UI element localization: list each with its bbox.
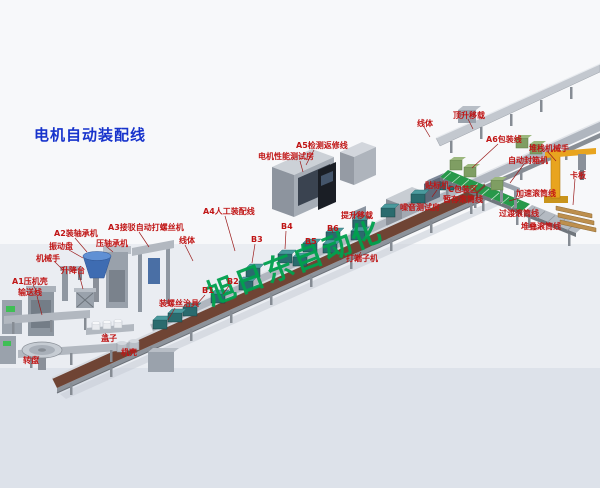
- label-b5: B5: [305, 237, 317, 246]
- main-conveyor: [51, 182, 490, 395]
- label-line-body-mid: 线体: [179, 235, 196, 245]
- label-a3-screw: A3接驳自动打螺丝机: [108, 222, 184, 232]
- label-b3: B3: [251, 235, 263, 244]
- label-bearing-press: 压轴承机: [96, 238, 128, 248]
- label-speed-roller: 加速滚筒线: [515, 188, 556, 198]
- label-vibration-bowl: 振动盘: [49, 241, 73, 251]
- pallet-boards: [555, 205, 597, 233]
- label-a6-packing: A6包装线: [486, 134, 522, 144]
- green-packing-conveyor-1: [440, 170, 484, 208]
- label-covers: 盖子: [101, 333, 117, 343]
- stacking-robot: [544, 148, 596, 203]
- label-line-body-top: 线体: [417, 118, 434, 128]
- label-conveyor: 输送线: [18, 287, 42, 297]
- label-terminal-machine: 打端子机: [346, 253, 378, 263]
- labeler-machine: [424, 173, 444, 204]
- label-a2-bearing: A2装轴承机: [54, 228, 98, 238]
- label-buffer-roller: 暂存滚筒线: [443, 194, 483, 204]
- label-c-packing-area: C包装区: [448, 184, 478, 194]
- label-lift-transfer: 提升移载: [341, 210, 373, 220]
- label-b6: B6: [327, 224, 339, 233]
- label-b4: B4: [281, 222, 293, 231]
- motor-test-room: [272, 149, 336, 217]
- label-turntable: 转盘: [23, 355, 39, 365]
- label-transition-roller: 过渡滚筒线: [499, 208, 539, 218]
- label-a4-manual: A4人工装配线: [203, 206, 255, 216]
- label-b2: B2: [227, 277, 239, 286]
- leader-lines: [32, 118, 576, 365]
- bearing-press-machine: [103, 246, 131, 308]
- turntable: [21, 341, 63, 370]
- label-labeler: 贴标机: [425, 180, 449, 190]
- label-stacking-robot: 堆栈机械手: [529, 143, 569, 153]
- label-top-lift-transfer: 顶升移载: [453, 110, 485, 120]
- label-pallet-board: 卡板: [570, 170, 587, 180]
- label-robot-hand: 机械手: [36, 253, 60, 263]
- screw-machine-gantry: [132, 240, 174, 312]
- robot-hand-unit: [60, 266, 82, 301]
- label-b1: B1: [202, 286, 214, 295]
- label-stack-roller: 堆叠滚筒线: [521, 221, 561, 231]
- label-motor-test-room: 电机性能测试房: [258, 151, 314, 161]
- labels-layer: A1压机壳 输送线 转盘 盖子 机壳 A2装轴承机 振动盘 压轴承机 机械手 升…: [12, 110, 587, 365]
- label-a1-press: A1压机壳: [12, 276, 48, 286]
- overhead-conveyor: [435, 63, 600, 153]
- control-cabinet-2: [0, 336, 16, 364]
- label-case-sealer: 自动封箱机: [508, 155, 548, 165]
- page-title: 电机自动装配线: [34, 126, 146, 144]
- label-casing: 机壳: [121, 347, 137, 357]
- label-lift-table: 升降台: [61, 265, 85, 275]
- label-a5-line: A5检测返修线: [296, 140, 348, 150]
- label-screw-jig: 装螺丝治具: [158, 298, 199, 308]
- test-cabin-2: [340, 142, 376, 185]
- label-noise-test-room: 噪音测试房: [400, 202, 440, 212]
- lift-table-unit: [74, 288, 96, 308]
